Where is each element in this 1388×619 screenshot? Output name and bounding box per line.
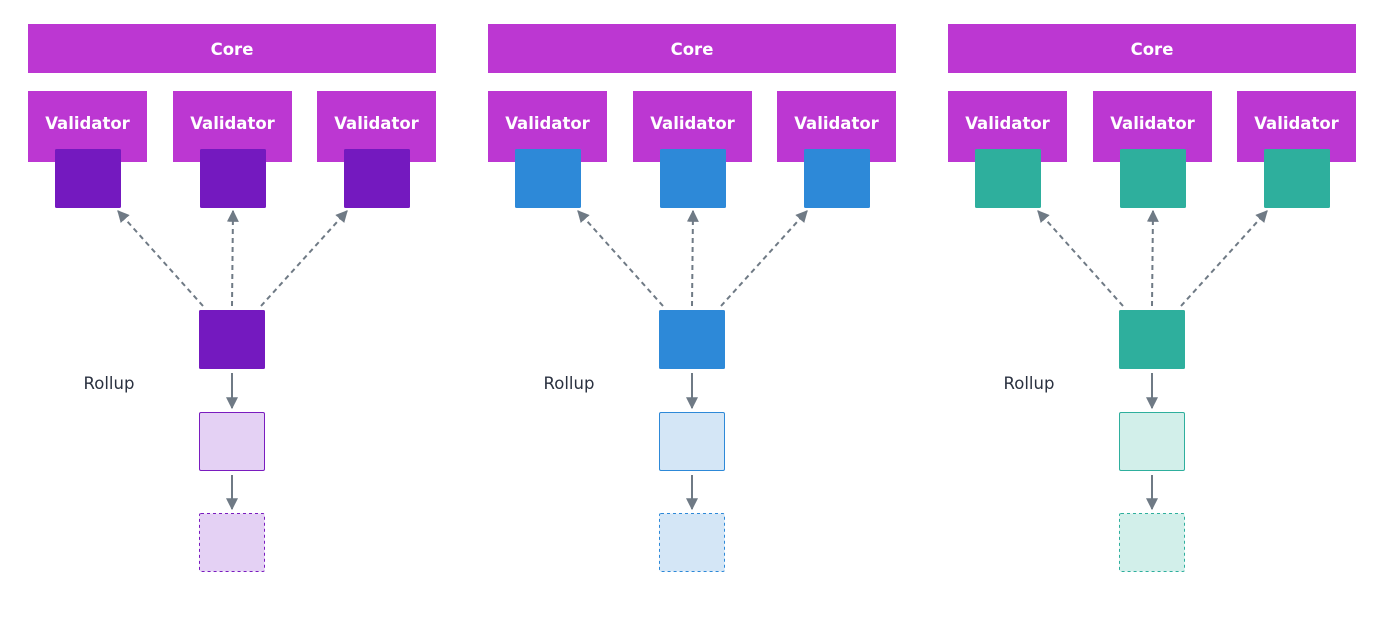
validator-node [804,149,870,208]
dashed-arrow [226,209,239,307]
validator-node [55,149,121,208]
rollup-node [659,310,725,369]
validator-node [660,149,726,208]
validator-label: Validator [965,114,1050,133]
future-block [199,513,265,572]
rollup-node [199,310,265,369]
dashed-arrow [720,210,808,307]
core-label: Core [1131,40,1174,59]
validator-label: Validator [794,114,879,133]
validator-label: Validator [650,114,735,133]
validator-label: Validator [190,114,275,133]
validator-label: Validator [1110,114,1195,133]
next-block [1119,412,1185,471]
dashed-arrow [1146,209,1159,307]
future-block [659,513,725,572]
core-bar [948,24,1356,73]
dashed-arrow [1037,210,1124,307]
next-block [659,412,725,471]
dashed-arrow [1180,210,1268,307]
validator-label: Validator [505,114,590,133]
validator-label: Validator [334,114,419,133]
validator-node [200,149,266,208]
validator-label: Validator [45,114,130,133]
rollup-label: Rollup [544,374,595,393]
core-label: Core [211,40,254,59]
next-block [199,412,265,471]
validator-node [1264,149,1330,208]
future-block [1119,513,1185,572]
dashed-arrow [686,209,699,307]
dashed-arrow [117,210,204,307]
rollup-label: Rollup [84,374,135,393]
rollup-label: Rollup [1004,374,1055,393]
validator-node [1120,149,1186,208]
rollup-node [1119,310,1185,369]
dashed-arrow [577,210,664,307]
core-label: Core [671,40,714,59]
validator-node [344,149,410,208]
validator-node [975,149,1041,208]
validator-label: Validator [1254,114,1339,133]
core-bar [28,24,436,73]
dashed-arrow [260,210,348,307]
validator-node [515,149,581,208]
core-bar [488,24,896,73]
